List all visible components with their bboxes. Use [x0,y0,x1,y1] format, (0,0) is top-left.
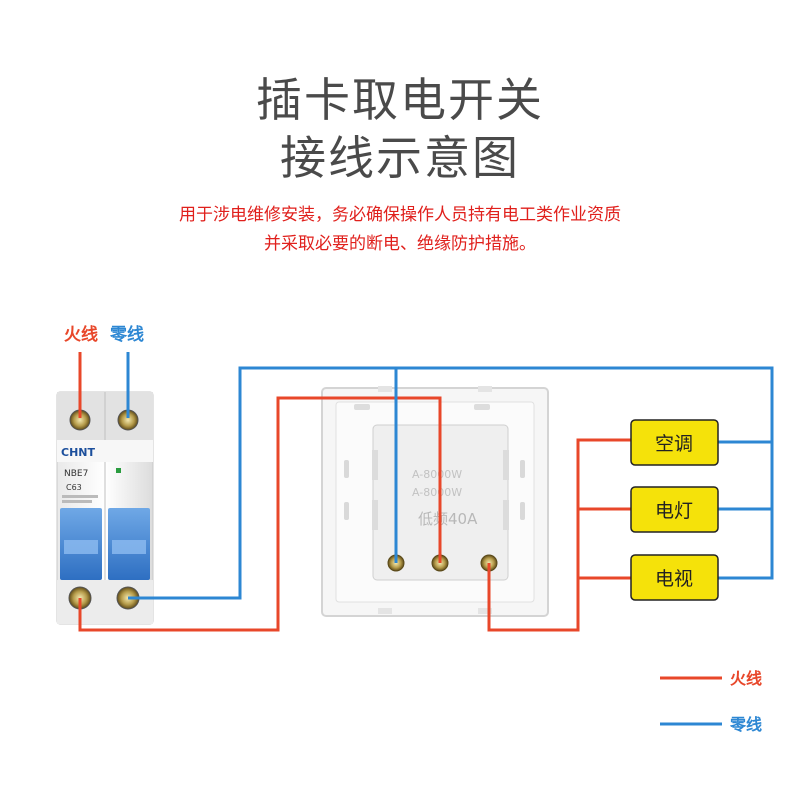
card-switch-panel: A-8000W A-8000W 低频40A [321,386,549,617]
load-label-light: 电灯 [655,500,693,522]
breaker-indicator [116,468,121,473]
load-box-tv [630,554,719,601]
diagram-title-line1: 插卡取电开关 [256,73,544,127]
legend-live-label: 火线 [730,669,762,688]
load-box-light [630,486,719,533]
loads: 空调 电灯 电视 [630,419,719,601]
circuit-breaker: CHNT NBE7 C63 [56,391,154,625]
wire-live-to-switch [78,396,442,632]
load-label-ac: 空调 [655,433,693,455]
breaker-live-label: 火线 [64,325,98,345]
load-box-ac [630,419,719,466]
diagram-title-line2: 接线示意图 [280,131,520,185]
legend-neutral-label: 零线 [729,715,762,734]
breaker-brand: CHNT [61,446,95,459]
breaker-rating: C63 [66,483,82,492]
wire-neutral-bus [128,366,774,600]
legend: 火线 零线 [729,669,762,734]
load-label-tv: 电视 [655,568,693,590]
wire-live-out-bus [487,438,632,632]
switch-spec-line2: A-8000W [412,486,462,499]
switch-spec-line1: A-8000W [412,468,462,481]
safety-warning-line1: 用于涉电维修安装，务必确保操作人员持有电工类作业资质 [179,205,621,225]
safety-warning-line2: 并采取必要的断电、绝缘防护措施。 [264,234,536,254]
breaker-neutral-label: 零线 [110,325,144,345]
breaker-model: NBE7 [64,469,88,479]
switch-rating-text: 低频40A [418,510,478,528]
wires [78,352,774,726]
